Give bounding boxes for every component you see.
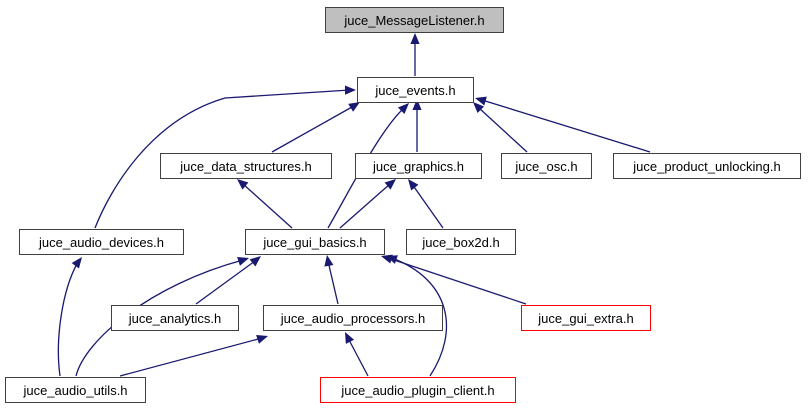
node-juce_gui_basics[interactable]: juce_gui_basics.h <box>245 229 385 255</box>
arrowhead-product_unlocking-to-events <box>475 96 487 106</box>
node-juce_data_structures[interactable]: juce_data_structures.h <box>160 153 332 179</box>
arrowhead-gui_extra-to-gui_basics <box>381 254 393 264</box>
edge-analytics-to-gui_basics <box>195 260 256 305</box>
node-label: juce_box2d.h <box>422 234 500 250</box>
node-label: juce_events.h <box>375 82 456 98</box>
edge-box2d-to-graphics <box>411 183 444 229</box>
node-juce_audio_utils[interactable]: juce_audio_utils.h <box>5 377 146 403</box>
node-label: juce_audio_processors.h <box>280 310 426 326</box>
arrowhead-osc-to-events <box>473 102 485 114</box>
edge-audio_processors-to-gui_basics <box>327 260 339 305</box>
arrowhead-box2d-to-graphics <box>408 179 419 191</box>
node-juce_box2d[interactable]: juce_box2d.h <box>406 229 516 255</box>
node-juce_MessageListener[interactable]: juce_MessageListener.h <box>325 7 504 33</box>
node-juce_graphics[interactable]: juce_graphics.h <box>355 153 482 179</box>
node-juce_gui_extra[interactable]: juce_gui_extra.h <box>521 305 651 331</box>
node-juce_product_unlocking[interactable]: juce_product_unlocking.h <box>613 153 801 179</box>
edge-gui_basics-to-data_structures <box>242 183 293 229</box>
node-label: juce_gui_extra.h <box>538 310 634 326</box>
arrowhead-gui_basics-to-graphics <box>384 179 396 190</box>
node-juce_audio_processors[interactable]: juce_audio_processors.h <box>263 305 443 331</box>
node-label: juce_audio_devices.h <box>38 234 165 250</box>
node-label: juce_gui_basics.h <box>263 234 367 250</box>
node-label: juce_MessageListener.h <box>344 12 485 28</box>
node-label: juce_analytics.h <box>128 310 222 326</box>
node-label: juce_product_unlocking.h <box>633 158 781 174</box>
node-juce_audio_plugin_client[interactable]: juce_audio_plugin_client.h <box>320 377 516 403</box>
edge-osc-to-events <box>478 107 528 153</box>
arrowhead-data_structures-to-events <box>348 102 360 112</box>
edge-audio_utils-to-audio_devices <box>57 261 79 377</box>
node-juce_analytics[interactable]: juce_analytics.h <box>111 305 239 331</box>
node-label: juce_osc.h <box>515 158 578 174</box>
node-label: juce_graphics.h <box>372 158 465 174</box>
arrowhead-events-to-messagelistener <box>410 33 420 44</box>
node-juce_osc[interactable]: juce_osc.h <box>501 153 592 179</box>
edge-data_structures-to-events <box>271 106 353 153</box>
node-label: juce_audio_utils.h <box>23 382 128 398</box>
arrowhead-plugin_client-to-gui_basics <box>386 255 398 264</box>
arrowhead-gui_basics-to-data_structures <box>237 179 249 190</box>
edge-gui_basics-to-graphics <box>339 183 391 229</box>
edge-gui_extra-to-gui_basics <box>387 257 527 305</box>
edge-product_unlocking-to-events <box>481 99 651 153</box>
arrowhead-plugin_client-to-audio_processors <box>345 332 355 344</box>
node-juce_audio_devices[interactable]: juce_audio_devices.h <box>19 229 184 255</box>
arrowhead-analytics-to-gui_basics <box>249 256 261 267</box>
edge-plugin_client-to-audio_processors <box>347 337 369 377</box>
edge-audio_utils-to-audio_processors <box>119 337 263 377</box>
node-label: juce_audio_plugin_client.h <box>341 382 495 398</box>
arrowhead-audio_utils-to-audio_devices <box>71 257 82 269</box>
arrowhead-audio_utils-to-gui_basics <box>237 257 249 266</box>
arrowhead-audio_utils-to-audio_processors <box>256 335 268 344</box>
node-label: juce_data_structures.h <box>180 158 312 174</box>
arrowhead-audio_devices-to-events <box>344 85 356 95</box>
arrowhead-audio_processors-to-gui_basics <box>324 255 334 267</box>
node-juce_events[interactable]: juce_events.h <box>357 77 474 103</box>
arrowhead-gui_basics-to-events <box>397 103 409 115</box>
